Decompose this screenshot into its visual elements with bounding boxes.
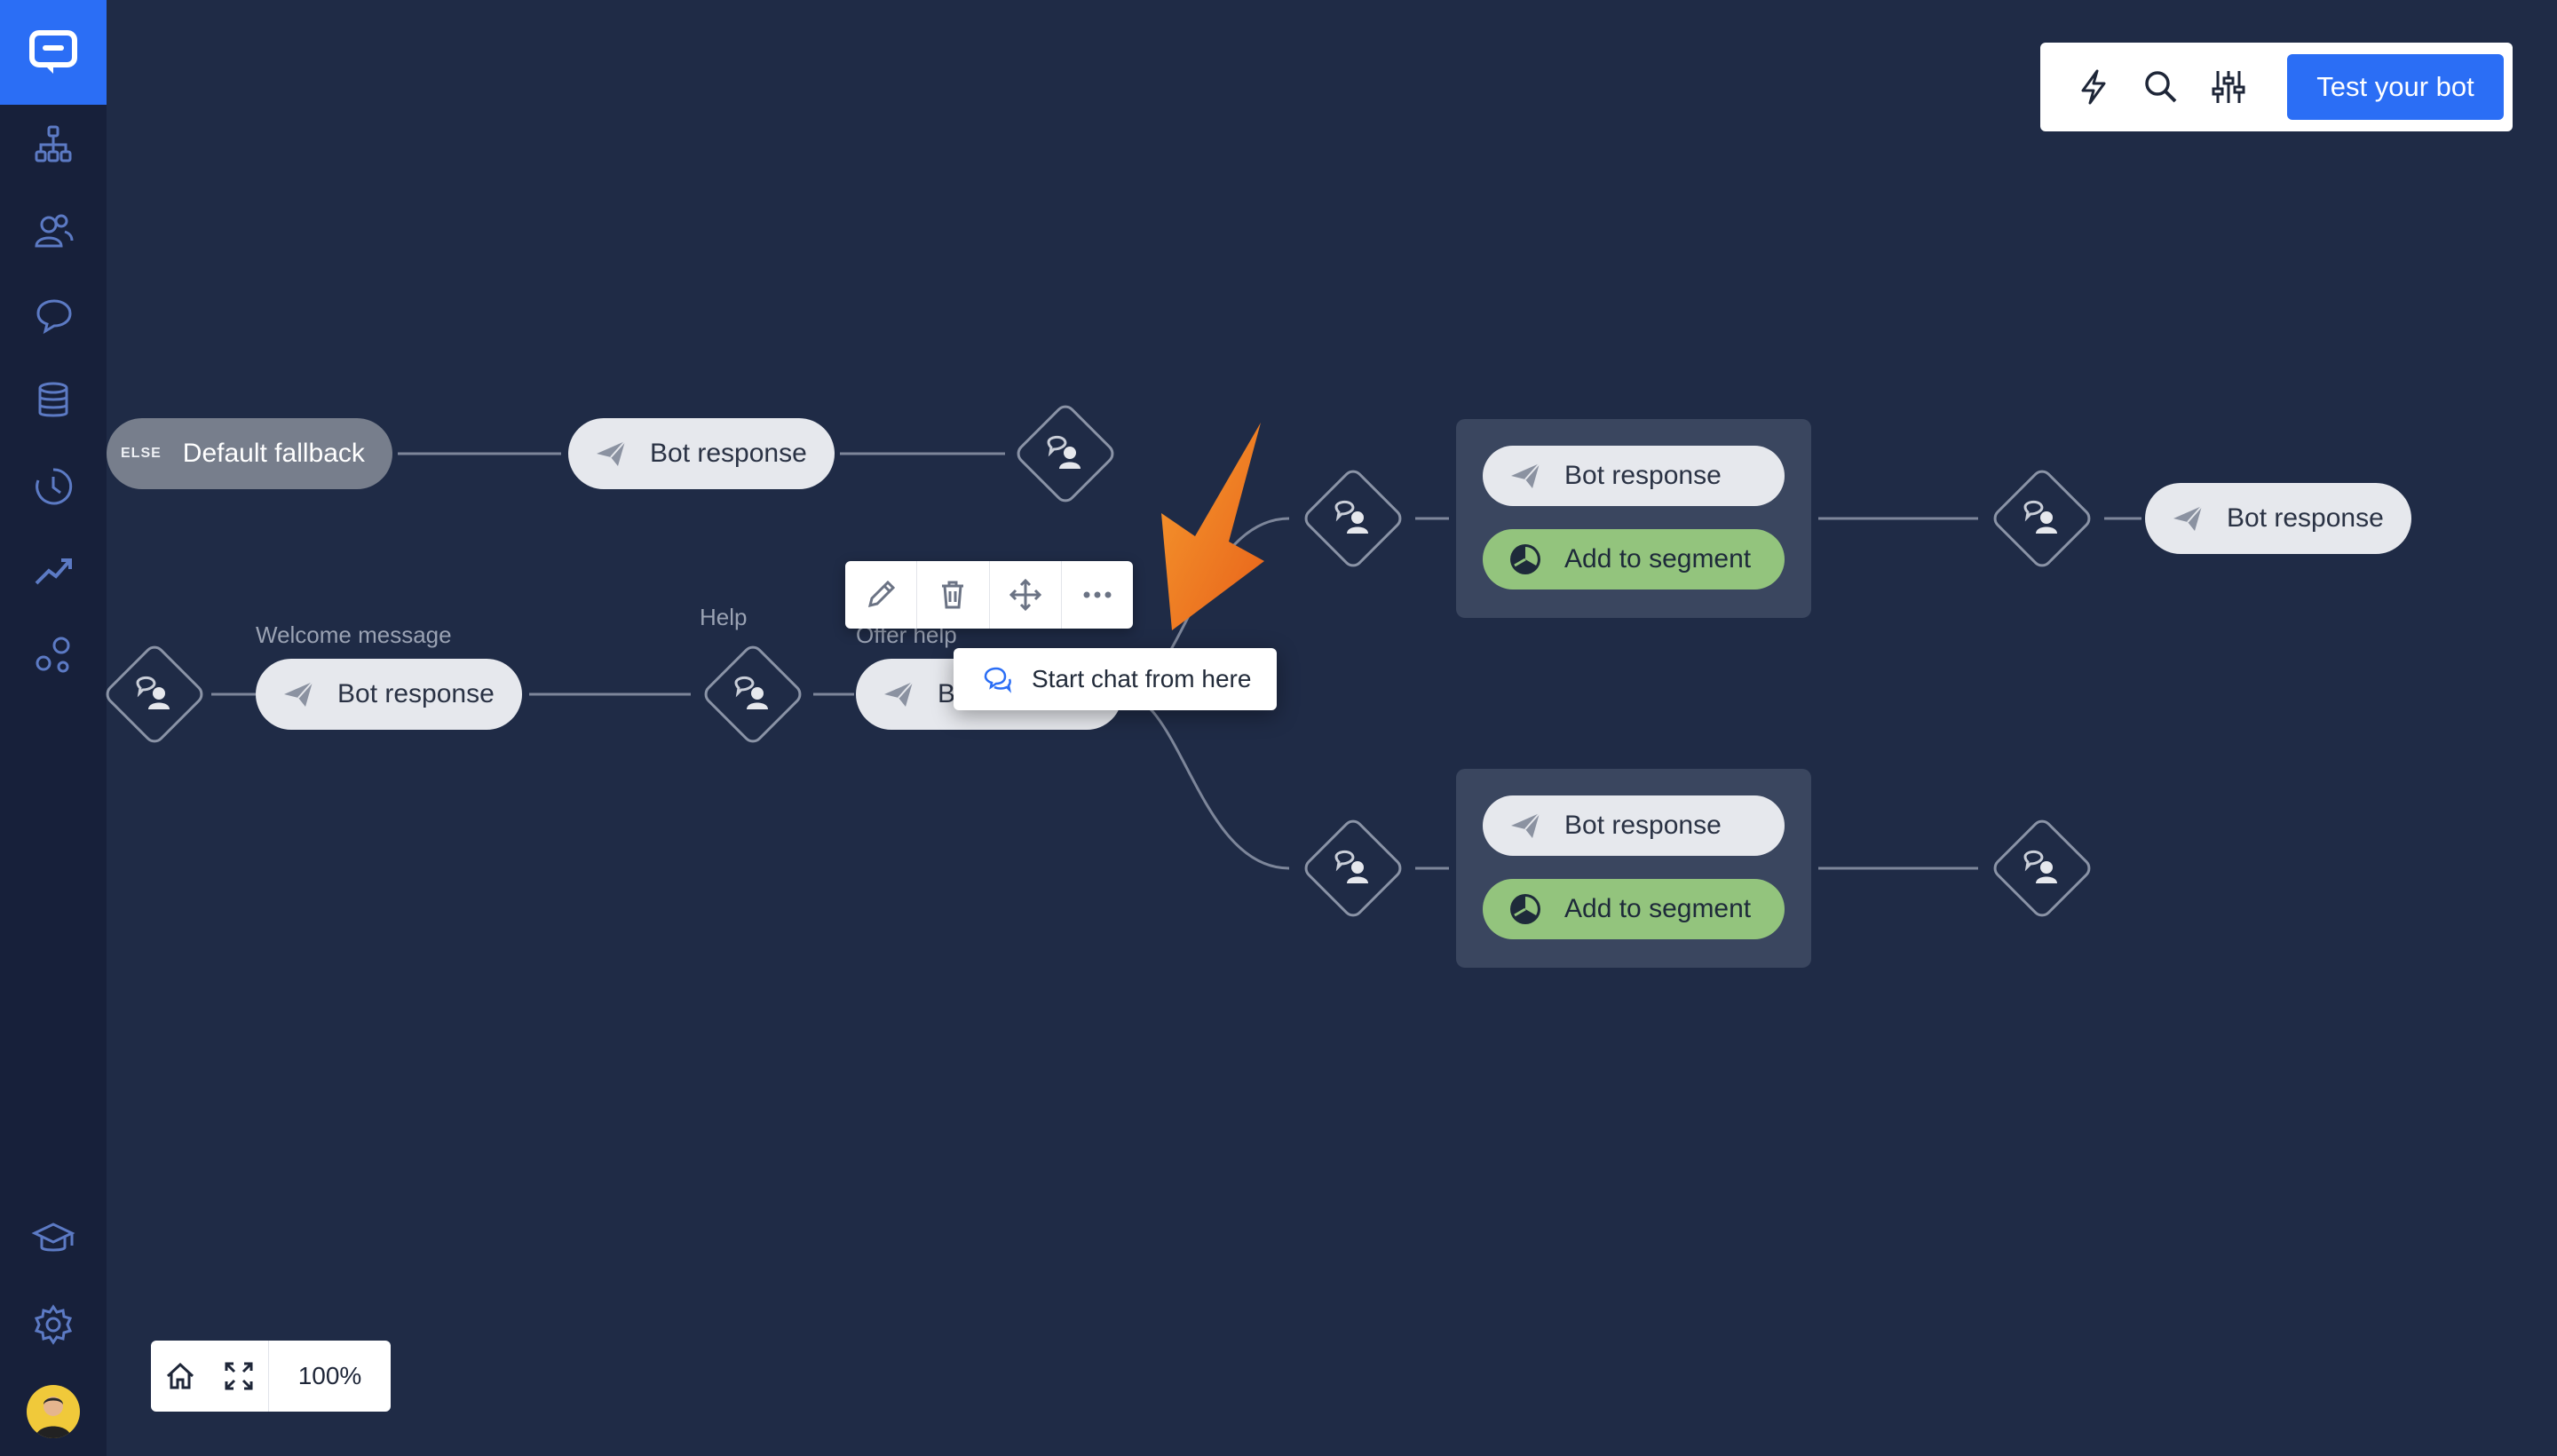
history-icon[interactable] <box>27 460 80 513</box>
node-toolbar <box>845 561 1133 629</box>
annotation-arrow-icon <box>1161 423 1264 630</box>
settings-icon[interactable] <box>27 1298 80 1351</box>
user-input-icon <box>2015 492 2069 545</box>
stories-icon[interactable] <box>27 117 80 170</box>
reports-icon[interactable] <box>27 543 80 597</box>
else-tag: ELSE <box>121 446 162 461</box>
bot-response-node[interactable]: Bot response <box>1483 795 1785 856</box>
send-icon <box>281 677 316 712</box>
fit-screen-icon[interactable] <box>210 1341 268 1412</box>
user-input-icon <box>2015 842 2069 895</box>
send-icon <box>881 677 916 712</box>
bot-response-node[interactable]: Bot response <box>2145 483 2411 554</box>
add-to-segment-node[interactable]: Add to segment <box>1483 879 1785 939</box>
bot-response-label: Bot response <box>650 439 807 468</box>
bot-response-node[interactable]: Bot response <box>568 418 835 489</box>
bot-response-node[interactable]: Bot response <box>256 659 522 730</box>
user-input-icon <box>1326 842 1380 895</box>
more-options-button[interactable] <box>1062 561 1133 629</box>
zoom-controls: 100% <box>151 1341 391 1412</box>
zoom-level[interactable]: 100% <box>297 1362 362 1389</box>
move-icon <box>1009 578 1041 612</box>
top-toolbar: Test your bot <box>2040 43 2513 131</box>
filters-icon[interactable] <box>2202 60 2255 114</box>
add-to-segment-node[interactable]: Add to segment <box>1483 529 1785 590</box>
bot-response-label: Bot response <box>337 679 495 708</box>
database-icon[interactable] <box>27 375 80 428</box>
default-fallback-label: Default fallback <box>182 439 365 468</box>
user-input-icon <box>726 668 780 721</box>
audience-icon[interactable] <box>27 204 80 257</box>
add-to-segment-label: Add to segment <box>1564 894 1752 923</box>
default-fallback-node[interactable]: ELSE Default fallback <box>107 418 392 489</box>
send-icon <box>593 436 629 471</box>
edit-button[interactable] <box>845 561 918 629</box>
send-icon <box>1508 808 1543 843</box>
chat-icon <box>984 667 1012 693</box>
trash-icon <box>942 581 964 609</box>
send-icon <box>2170 501 2205 536</box>
chat-bubble-icon[interactable] <box>27 289 80 343</box>
add-to-segment-label: Add to segment <box>1564 544 1752 574</box>
academy-icon[interactable] <box>27 1213 80 1266</box>
avatar[interactable] <box>27 1385 80 1438</box>
home-icon[interactable] <box>151 1341 210 1412</box>
user-input-icon <box>1326 492 1380 545</box>
chatbot-logo-icon <box>29 30 77 74</box>
user-input-icon <box>128 668 181 721</box>
move-button[interactable] <box>990 561 1062 629</box>
more-icon <box>1083 591 1112 598</box>
segment-icon <box>1508 891 1543 927</box>
sidebar <box>0 0 107 1456</box>
help-label: Help <box>700 604 748 630</box>
delete-button[interactable] <box>917 561 990 629</box>
bot-response-label: Bot response <box>2227 503 2384 533</box>
divider <box>268 1341 269 1412</box>
test-your-bot-button[interactable]: Test your bot <box>2287 54 2504 120</box>
bot-response-label: Bot response <box>1564 811 1722 840</box>
integrations-icon[interactable] <box>27 629 80 682</box>
lightning-icon[interactable] <box>2067 60 2120 114</box>
search-icon[interactable] <box>2134 60 2188 114</box>
welcome-message-label: Welcome message <box>256 621 452 648</box>
segment-icon <box>1508 542 1543 577</box>
user-input-icon <box>1039 427 1092 480</box>
chatbot-logo[interactable] <box>0 0 107 105</box>
send-icon <box>1508 458 1543 494</box>
start-chat-label: Start chat from here <box>1032 665 1252 692</box>
bot-response-label: Bot response <box>1564 461 1722 490</box>
pencil-icon <box>868 580 896 608</box>
bot-response-node[interactable]: Bot response <box>1483 446 1785 506</box>
start-chat-menu-item[interactable]: Start chat from here <box>954 648 1277 710</box>
